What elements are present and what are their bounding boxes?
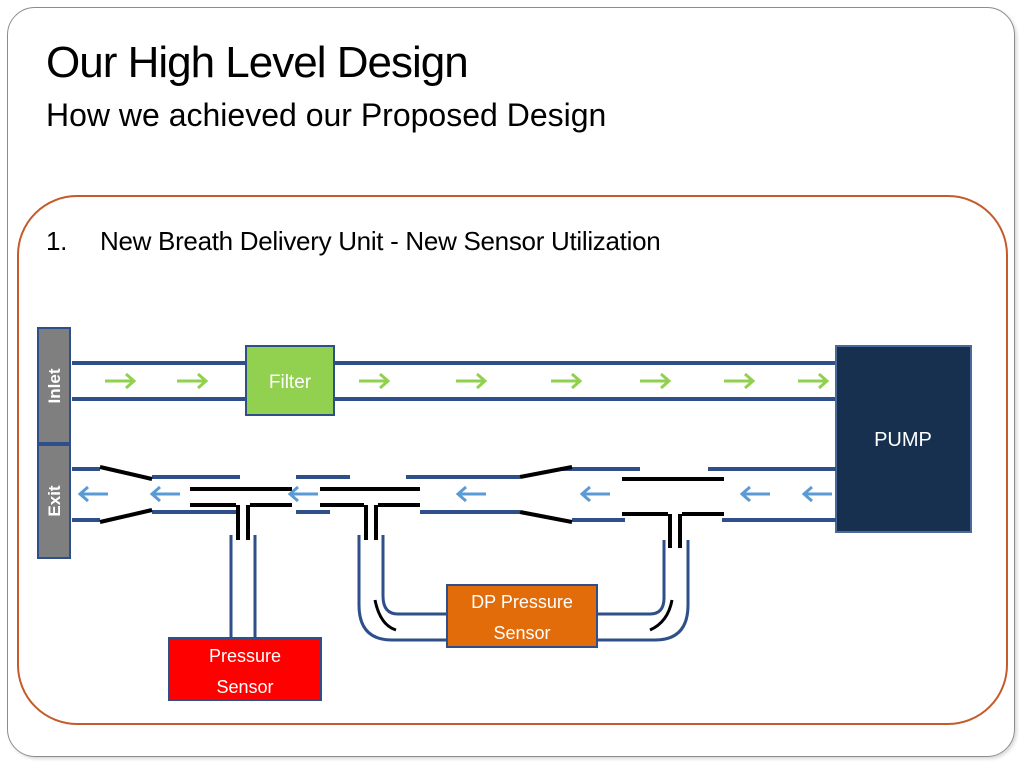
pump-box: PUMP <box>835 345 972 533</box>
inlet-label: Inlet <box>45 368 64 403</box>
pump-label: PUMP <box>874 429 932 451</box>
inlet-arrow <box>105 372 137 390</box>
slide-title: Our High Level Design <box>46 38 469 87</box>
list-item: 1. New Breath Delivery Unit - New Sensor … <box>46 226 661 257</box>
exit-arrow <box>149 485 180 503</box>
exit-arrow <box>77 485 108 503</box>
slide-subtitle: How we achieved our Proposed Design <box>46 97 607 133</box>
filter-label: Filter <box>269 372 312 393</box>
exit-label: Exit <box>45 485 64 517</box>
exit-flow-arrows <box>77 485 832 503</box>
exit-box: Exit <box>37 444 71 559</box>
list-number: 1. <box>46 226 68 256</box>
inlet-arrow <box>359 372 391 390</box>
inlet-arrow <box>640 372 672 390</box>
exit-pipe <box>72 467 836 522</box>
dp-sensor-label-line1: DP Pressure <box>471 592 573 612</box>
inlet-arrow <box>551 372 583 390</box>
pressure-sensor-tube <box>229 535 257 638</box>
exit-arrow <box>455 485 486 503</box>
inlet-pipe <box>72 361 840 401</box>
inlet-flow-arrows <box>105 372 830 390</box>
pressure-sensor-box: Pressure Sensor <box>168 637 322 701</box>
inlet-arrow <box>177 372 209 390</box>
exit-arrow <box>801 485 832 503</box>
filter-box: Filter <box>245 345 335 416</box>
venturi-restrictions <box>99 465 724 548</box>
pressure-sensor-label-line2: Sensor <box>216 677 273 697</box>
inlet-box: Inlet <box>37 327 71 444</box>
exit-arrow <box>739 485 770 503</box>
exit-arrow <box>579 485 610 503</box>
inlet-arrow <box>798 372 830 390</box>
inlet-arrow <box>724 372 756 390</box>
slide-frame <box>7 7 1015 757</box>
pressure-sensor-label-line1: Pressure <box>209 646 281 666</box>
inlet-arrow <box>456 372 488 390</box>
dp-pressure-sensor-box: DP Pressure Sensor <box>446 584 598 648</box>
dp-sensor-label-line2: Sensor <box>493 623 550 643</box>
exit-arrow <box>287 485 318 503</box>
dp-sensor-tube <box>357 535 690 642</box>
content-box <box>17 195 1008 725</box>
list-text: New Breath Delivery Unit - New Sensor Ut… <box>100 226 661 256</box>
